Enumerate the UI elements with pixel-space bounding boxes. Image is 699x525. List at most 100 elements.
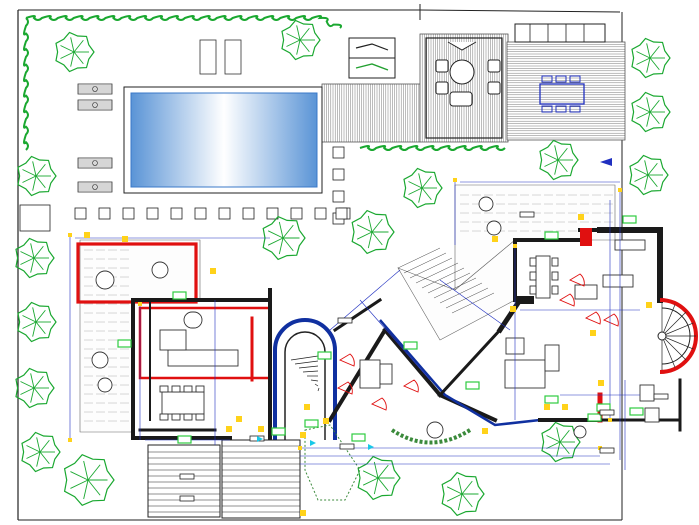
armchair bbox=[487, 81, 501, 95]
paver bbox=[332, 190, 345, 203]
tree-branch bbox=[33, 245, 44, 259]
tree-branch bbox=[70, 479, 89, 489]
dining-chair bbox=[183, 385, 193, 393]
tree-branch bbox=[367, 231, 373, 249]
dining-chair bbox=[529, 257, 537, 267]
deck-chair bbox=[569, 75, 581, 83]
paver bbox=[74, 207, 87, 220]
tree-branch bbox=[644, 174, 649, 190]
paver bbox=[332, 168, 345, 181]
hob bbox=[379, 363, 393, 385]
tree-branch bbox=[373, 461, 379, 479]
tree-branch bbox=[556, 427, 561, 443]
tree-branch bbox=[377, 464, 389, 479]
tree-branch bbox=[634, 168, 649, 176]
paver bbox=[266, 207, 279, 220]
tree-branch bbox=[461, 493, 473, 508]
paver bbox=[194, 207, 207, 220]
paver bbox=[218, 207, 231, 220]
door-swing bbox=[371, 397, 387, 411]
tree-branch bbox=[557, 147, 568, 161]
tree-branch bbox=[356, 224, 373, 233]
wall-segment bbox=[332, 297, 383, 333]
tree-branch bbox=[35, 175, 46, 189]
tree-branch bbox=[20, 251, 35, 259]
yellow-marker bbox=[236, 416, 242, 422]
tree-branch bbox=[544, 159, 559, 167]
sun-lounger-cushion bbox=[92, 160, 98, 166]
tree-branch bbox=[20, 381, 35, 389]
dimension-tick bbox=[513, 244, 517, 248]
north-arrow bbox=[600, 158, 612, 166]
figure bbox=[355, 43, 389, 51]
tree-branch bbox=[87, 464, 101, 481]
hedge-line bbox=[25, 15, 343, 29]
dimension-tick bbox=[618, 188, 622, 192]
tree-branch bbox=[33, 375, 44, 389]
stair-tread bbox=[298, 365, 319, 369]
pergola-frame bbox=[425, 37, 503, 139]
tree bbox=[629, 154, 669, 196]
tree-canopy bbox=[63, 453, 115, 507]
tree-branch bbox=[408, 181, 423, 189]
outdoor-armchair bbox=[573, 425, 587, 439]
tree-branch bbox=[649, 99, 660, 113]
diagonal-wing-wall bbox=[379, 319, 541, 427]
tree-branch bbox=[35, 163, 46, 177]
tree-branch bbox=[299, 27, 310, 41]
terrace-step bbox=[403, 252, 447, 274]
tree bbox=[281, 19, 321, 61]
tree-branch bbox=[418, 187, 423, 203]
tree-branch bbox=[32, 307, 37, 323]
dimension-tick bbox=[68, 438, 72, 442]
swimming-pool bbox=[123, 86, 323, 194]
green-room-tag bbox=[304, 419, 319, 428]
tree-branch bbox=[544, 153, 559, 161]
yellow-marker bbox=[590, 330, 596, 336]
tree-branch bbox=[636, 111, 651, 119]
tree-branch bbox=[644, 160, 649, 176]
yellow-marker bbox=[562, 404, 568, 410]
yellow-marker bbox=[226, 426, 232, 432]
tree-branch bbox=[36, 437, 41, 453]
spiral-tread bbox=[661, 335, 687, 361]
green-room-tag bbox=[629, 407, 644, 416]
cabinet bbox=[574, 284, 598, 300]
sun-lounger bbox=[77, 157, 113, 169]
green-room-tag bbox=[465, 381, 480, 390]
hedge-line bbox=[23, 17, 29, 151]
tree-branch bbox=[32, 321, 37, 337]
tree-branch bbox=[30, 243, 35, 259]
tree-branch bbox=[371, 218, 383, 233]
basin bbox=[644, 407, 660, 423]
spiral-tread bbox=[661, 304, 676, 337]
tree-canopy bbox=[539, 139, 579, 181]
tree-branch bbox=[367, 215, 373, 233]
armchair bbox=[435, 81, 449, 95]
tree-branch bbox=[70, 37, 75, 53]
tree bbox=[539, 139, 579, 181]
spiral-tread bbox=[661, 322, 694, 337]
green-room-tag bbox=[177, 435, 192, 444]
yellow-marker bbox=[544, 404, 550, 410]
sun-lounger-cushion bbox=[92, 86, 98, 92]
tree-branch bbox=[73, 51, 84, 65]
tree-branch bbox=[636, 51, 651, 59]
cabinet bbox=[602, 274, 634, 288]
tree-branch bbox=[299, 39, 310, 53]
armchair bbox=[435, 59, 449, 73]
tree-canopy bbox=[281, 19, 321, 61]
tree-branch bbox=[457, 493, 463, 511]
dimension-tick bbox=[298, 446, 302, 450]
black-label-tag bbox=[179, 495, 195, 502]
tree-branch bbox=[83, 479, 89, 500]
trees bbox=[15, 19, 671, 517]
armchair bbox=[487, 59, 501, 73]
sun-lounger-cushion bbox=[92, 102, 98, 108]
deck-chair bbox=[555, 75, 567, 83]
tree-branch bbox=[559, 429, 570, 443]
deck-chair bbox=[555, 105, 567, 113]
tree-branch bbox=[20, 387, 35, 395]
green-room-tag bbox=[622, 215, 637, 224]
green-room-tag bbox=[403, 341, 418, 350]
